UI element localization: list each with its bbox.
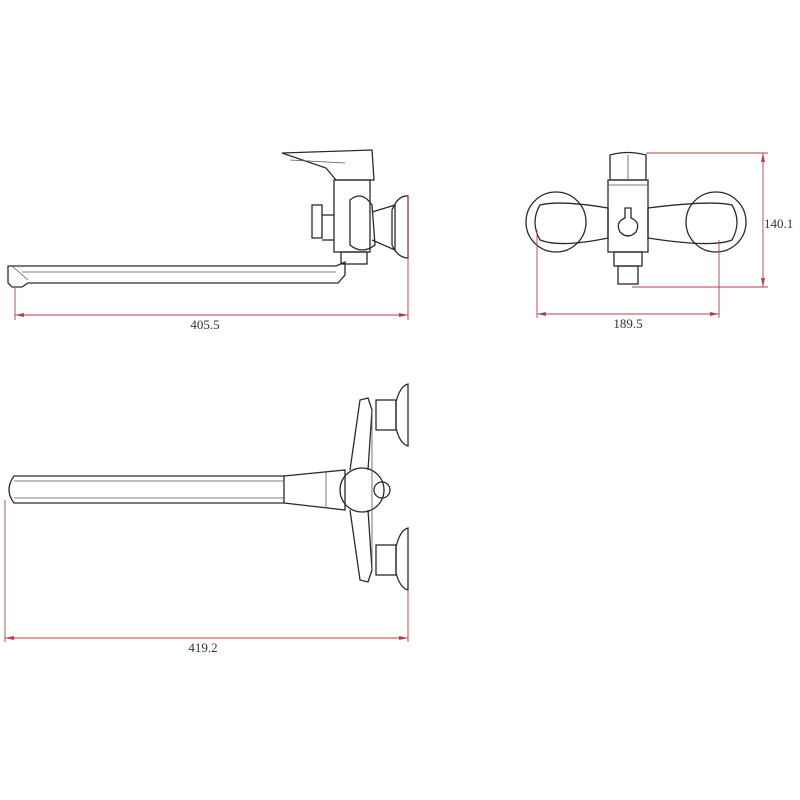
spout [7, 260, 346, 288]
mixer-body [281, 149, 409, 265]
front-view: 140.1 189.5 [525, 151, 793, 331]
top-view: 419.2 [4, 383, 409, 655]
dimension-label-height: 140.1 [764, 216, 793, 231]
dimension-label-side: 405.5 [190, 317, 219, 332]
side-view: 405.5 [7, 149, 409, 332]
dimension-label-width: 189.5 [613, 316, 642, 331]
dimension-label-top: 419.2 [188, 640, 217, 655]
